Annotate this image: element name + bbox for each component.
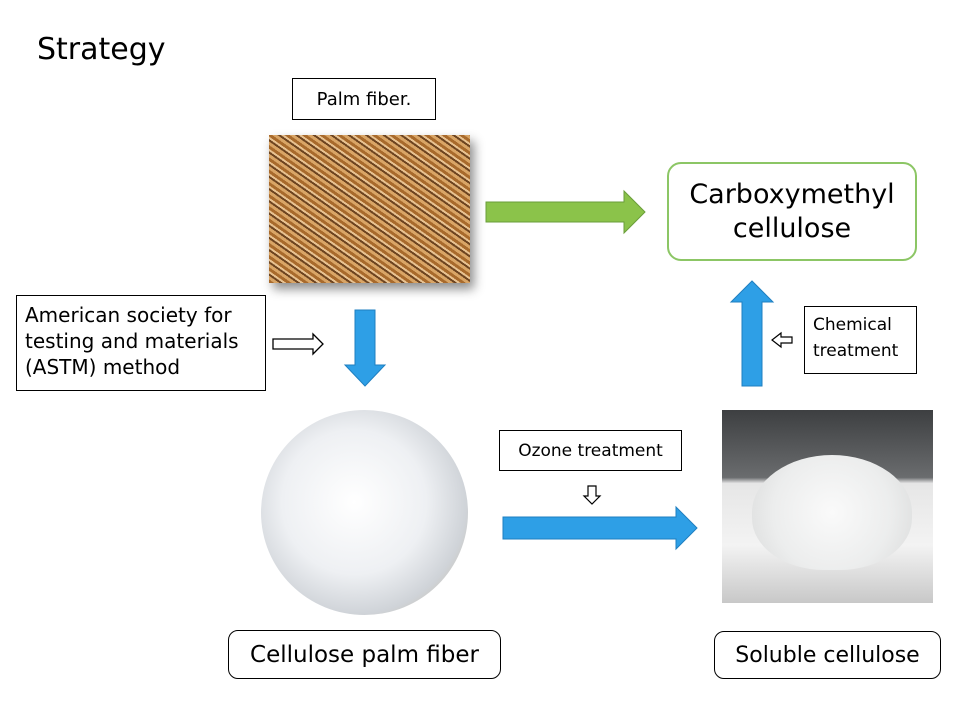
palm-fiber-label: Palm fiber. — [292, 78, 436, 120]
blue-arrow-right — [502, 505, 698, 551]
blue-arrow-up — [729, 280, 775, 387]
ozone-treatment-box: Ozone treatment — [499, 430, 682, 471]
hollow-arrow-right-icon — [272, 332, 324, 356]
astm-line1: American society for — [25, 303, 232, 327]
cmc-line2: cellulose — [732, 212, 852, 244]
cellulose-palm-fiber-image — [261, 410, 468, 615]
palm-fiber-image — [269, 135, 470, 283]
cmc-line1: Carboxymethyl — [689, 178, 895, 210]
chemical-line2: treatment — [813, 340, 899, 361]
soluble-cellulose-powder — [752, 455, 912, 570]
hollow-arrow-down-icon — [582, 485, 602, 505]
astm-line2: testing and materials — [25, 329, 239, 353]
cellulose-palm-fiber-label: Cellulose palm fiber — [228, 630, 501, 679]
astm-method-box: American society for testing and materia… — [16, 295, 266, 391]
green-arrow-right — [485, 189, 646, 235]
chemical-line1: Chemical — [813, 315, 892, 335]
astm-line3: (ASTM) method — [25, 355, 181, 379]
soluble-cellulose-label: Soluble cellulose — [714, 631, 941, 679]
slide-title: Strategy — [37, 32, 166, 67]
hollow-arrow-left-icon — [771, 331, 793, 349]
blue-arrow-down — [343, 309, 387, 387]
chemical-treatment-box: Chemical treatment — [804, 306, 917, 374]
